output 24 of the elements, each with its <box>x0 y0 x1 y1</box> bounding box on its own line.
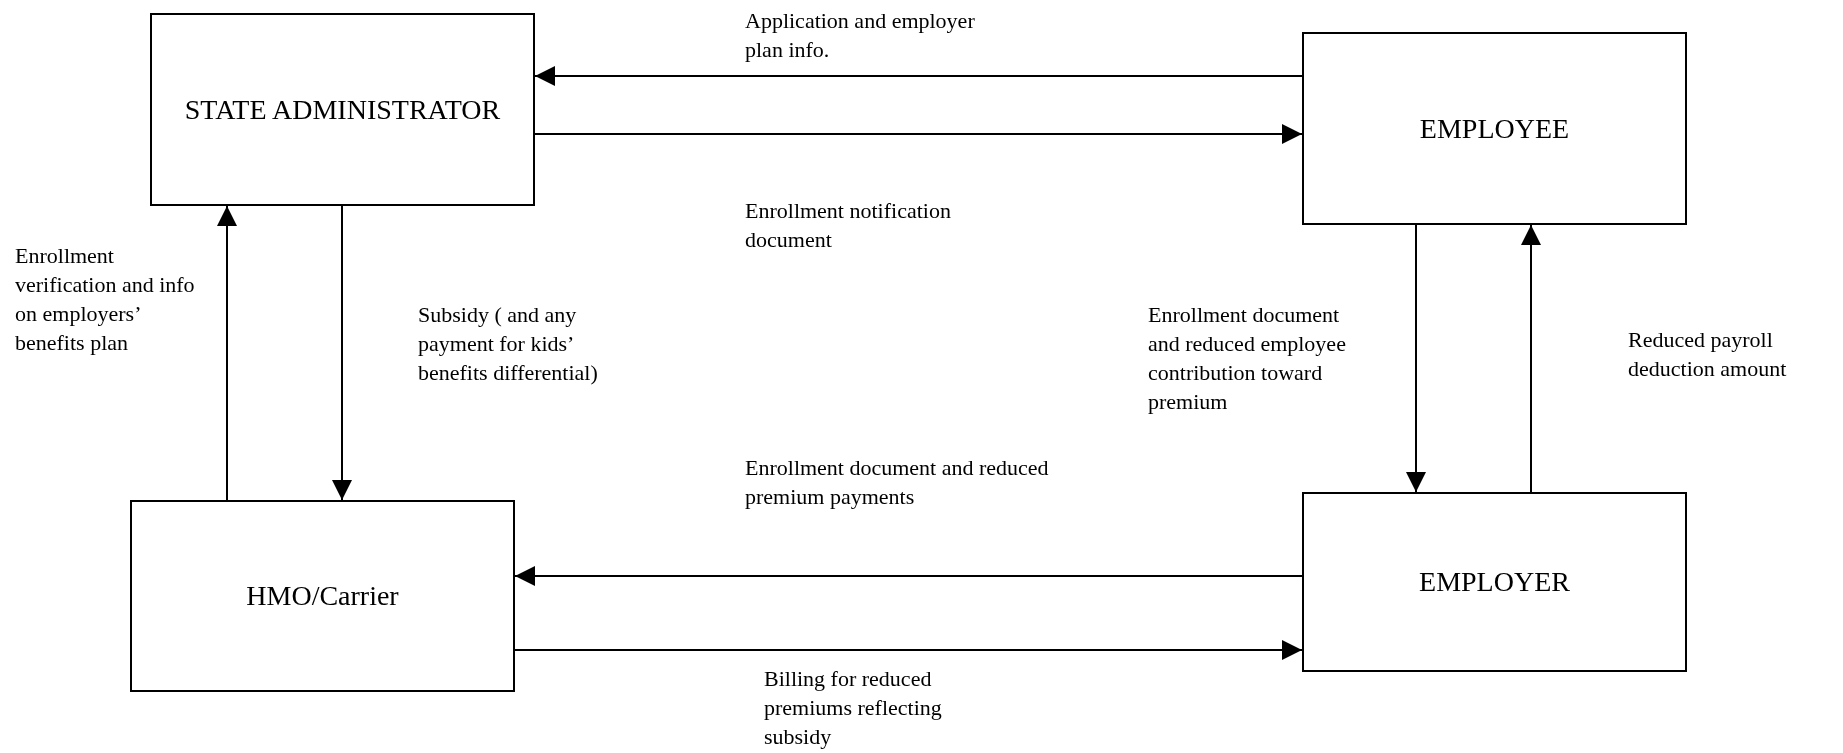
arrow <box>514 640 1303 660</box>
edge-label: Enrollment notification document <box>745 197 952 254</box>
arrow <box>534 66 1303 86</box>
arrow <box>1406 224 1426 493</box>
entity-box <box>130 500 515 692</box>
edge-label: Enrollment document and reduced premium payments <box>745 454 1050 511</box>
entity-box <box>150 13 535 206</box>
edge-label: Application and employer plan info. <box>745 7 976 64</box>
edge-label: Enrollment document and reduced employee contribution toward premium <box>1148 301 1347 416</box>
entity-name: EMPLOYER <box>1419 565 1570 599</box>
arrow <box>332 205 352 501</box>
entity-name: HMO/Carrier <box>246 579 399 613</box>
entity-box <box>1302 492 1687 672</box>
entity-name: STATE ADMINISTRATOR <box>184 92 501 127</box>
arrow <box>217 205 237 501</box>
arrow <box>534 124 1303 144</box>
edge-label: Billing for reduced premiums reflecting subsidy <box>764 665 943 751</box>
edge-label: Enrollment verification and info on employers’ benefits plan <box>15 242 195 357</box>
arrow <box>1521 224 1541 493</box>
arrow <box>514 566 1303 586</box>
entity-name: EMPLOYEE <box>1419 111 1570 146</box>
entity-box <box>1302 32 1687 225</box>
edge-label: Subsidy ( and any payment for kids’ benefits differential) <box>418 301 599 387</box>
edge-label: Reduced payroll deduction amount <box>1628 326 1788 383</box>
